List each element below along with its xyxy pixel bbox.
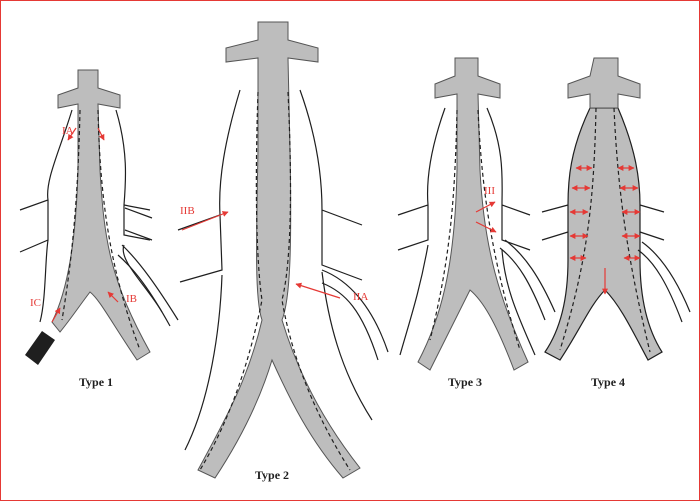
type-4-leak-arrows <box>569 165 641 295</box>
type-3-diagram: III Type 3 <box>397 57 556 389</box>
type-1-diagram: IA IB IC Type 1 <box>19 69 179 389</box>
code-IIB: IIB <box>180 205 195 217</box>
code-IA: IA <box>62 125 74 137</box>
code-III: III <box>484 185 495 197</box>
type-2-diagram: IIB IIA Type 2 <box>177 21 389 482</box>
code-IIA: IIA <box>353 291 368 303</box>
code-IC: IC <box>30 297 41 309</box>
type-4-label: Type 4 <box>591 375 625 389</box>
type-3-label: Type 3 <box>448 375 482 389</box>
type-4-diagram: Type 4 <box>541 57 691 389</box>
code-IB: IB <box>126 293 137 305</box>
type-1-label: Type 1 <box>79 375 113 389</box>
type-2-label: Type 2 <box>255 468 289 482</box>
